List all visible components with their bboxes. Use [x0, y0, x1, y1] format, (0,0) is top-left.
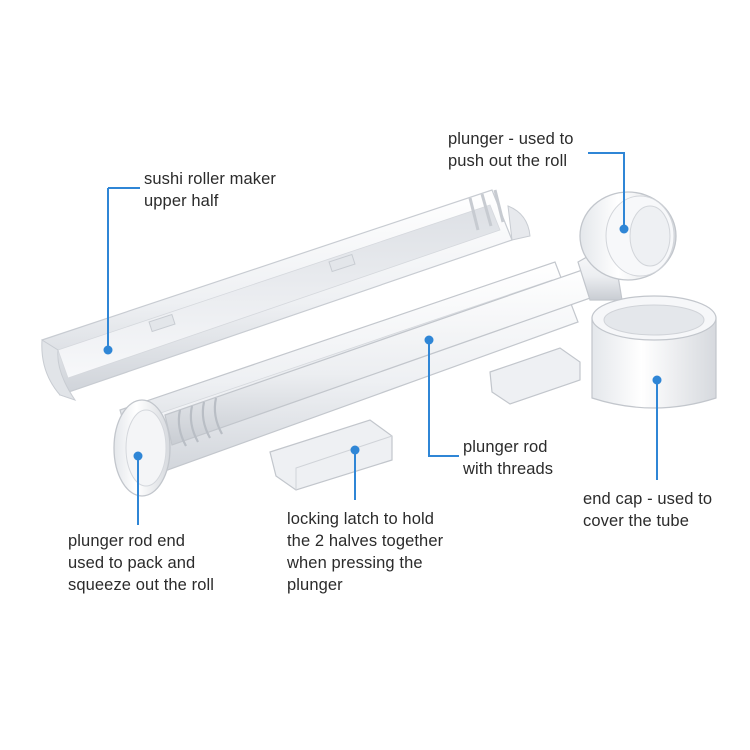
callout-plunger-rod: plunger rod with threads: [463, 436, 553, 480]
upper-half-tube: [41, 189, 531, 401]
callout-text: push out the roll: [448, 152, 568, 170]
leader-lines: [103, 152, 662, 525]
callout-text: upper half: [144, 192, 219, 210]
plunger-handle: [577, 191, 677, 301]
callout-text: the 2 halves together: [287, 532, 444, 550]
callout-text: plunger - used to: [448, 130, 574, 148]
callout-text: with threads: [463, 460, 554, 478]
locking-latch-rear: [489, 347, 581, 405]
callout-text: plunger: [287, 576, 343, 594]
callout-text: locking latch to hold: [287, 510, 435, 528]
callout-locking-latch: locking latch to hold the 2 halves toget…: [287, 508, 443, 596]
callout-text: when pressing the: [287, 554, 423, 572]
callout-text: squeeze out the roll: [68, 576, 215, 594]
callout-plunger: plunger - used to push out the roll: [448, 128, 574, 172]
callout-upper-half: sushi roller maker upper half: [144, 168, 276, 212]
callout-text: end cap - used to: [583, 490, 713, 508]
callout-text: plunger rod: [463, 438, 548, 456]
callout-rod-end: plunger rod end used to pack and squeeze…: [68, 530, 214, 596]
callout-text: cover the tube: [583, 512, 689, 530]
locking-latch: [269, 419, 393, 491]
callout-text: used to pack and: [68, 554, 196, 572]
end-cap: [591, 295, 717, 409]
callout-text: plunger rod end: [68, 532, 186, 550]
callout-text: sushi roller maker: [144, 170, 277, 188]
callout-end-cap: end cap - used to cover the tube: [583, 488, 712, 532]
plunger-rod-end-disk: [113, 399, 171, 497]
